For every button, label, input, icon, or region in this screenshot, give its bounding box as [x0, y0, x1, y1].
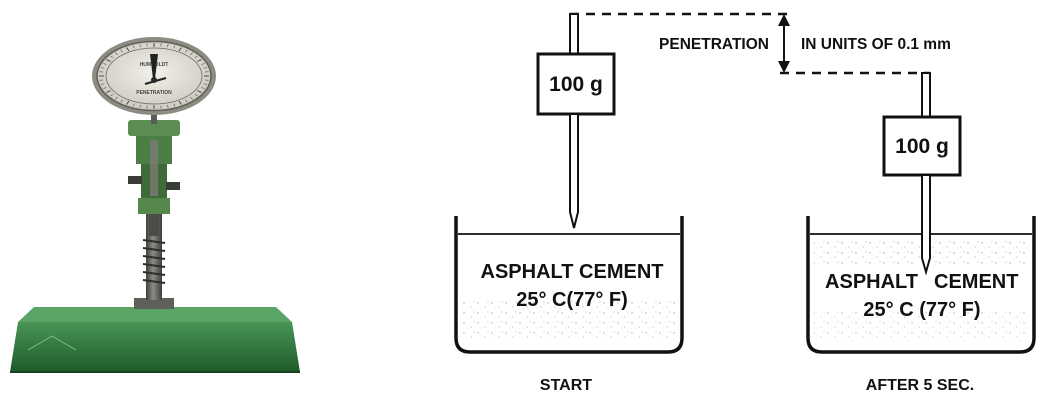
dial-scale-label: PENETRATION	[136, 90, 172, 96]
carriage-bracket	[128, 120, 180, 236]
after-content-label-right: CEMENT	[934, 271, 1018, 293]
start-needle	[570, 114, 578, 228]
after-weight-label: 100 g	[895, 135, 949, 158]
dial-gauge: HUMBOLDT PENETRATION	[92, 37, 216, 124]
penetration-measure: PENETRATION IN UNITS OF 0.1 mm	[570, 14, 951, 73]
start-weight-label: 100 g	[549, 73, 603, 96]
arrow-head-up	[778, 14, 790, 26]
after-upper-shaft	[922, 73, 930, 117]
after-caption: AFTER 5 SEC.	[866, 377, 974, 394]
start-content-label: ASPHALT CEMENT	[481, 261, 664, 283]
units-label: IN UNITS OF 0.1 mm	[801, 36, 951, 53]
penetration-label: PENETRATION	[659, 36, 769, 53]
start-temperature-label: 25° C(77° F)	[516, 289, 628, 311]
after-assembly: 100 g ASPHALT CEMENT 25° C (77° F) AFTER…	[808, 73, 1034, 394]
start-caption: START	[540, 377, 592, 394]
start-assembly: 100 g ASPHALT CEMENT 25° C(77° F) START	[456, 14, 682, 394]
penetrometer-base	[10, 298, 300, 372]
after-needle	[922, 175, 930, 272]
penetration-diagram: PENETRATION IN UNITS OF 0.1 mm 100 g ASP…	[456, 14, 1034, 394]
penetrometer-photo: HUMBOLDT PENETRATION	[10, 37, 300, 372]
start-upper-shaft	[570, 14, 578, 54]
after-temperature-label: 25° C (77° F)	[863, 299, 980, 321]
arrow-head-down	[778, 61, 790, 73]
after-content-label-left: ASPHALT	[825, 271, 918, 293]
